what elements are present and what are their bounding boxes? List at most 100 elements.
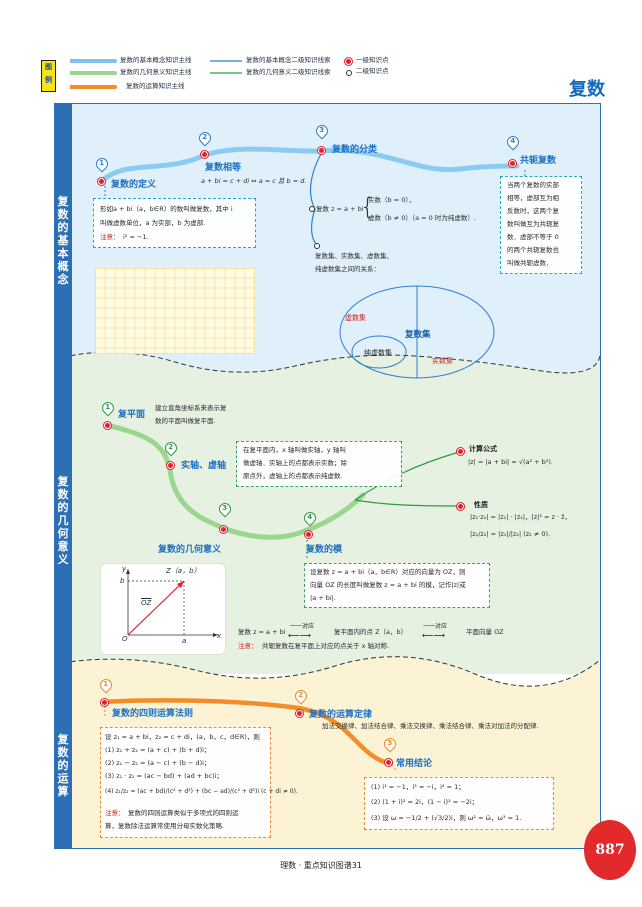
s3-conclusion-1: (1) i¹ = −1，i³ = −i，i⁴ = 1； — [371, 783, 465, 791]
s2-meaning-title: 复数的几何意义 — [158, 545, 222, 555]
section-label-geometry: 复数的几何意义 — [57, 475, 69, 566]
s2-map-arrow-2-glyph: ⟵⟶ — [422, 631, 445, 640]
s3-ops-note-2: 算，复数除法运算常使用分母实数化策略. — [105, 822, 225, 830]
s2-mod-line-1: 设复数 z = a + bi（a，b∈R）对应的向量为 OZ，则 — [310, 568, 466, 576]
s2-mod-line-2: 向量 OZ 的长度叫做复数 z = a + bi 的模，记作|z|或 — [310, 581, 466, 589]
s1-class-prefix: 复数 z = a + bi — [316, 205, 364, 213]
s1-relation-line-1: 复数集、实数集、虚数集、 — [315, 252, 393, 260]
s1-class-imag: 虚数（b ≠ 0）（a = 0 时为纯虚数）. — [368, 214, 476, 222]
s1-relation-line-2: 纯虚数集之间的关系： — [315, 265, 380, 273]
legend-tag: 图例 — [41, 60, 56, 92]
conj-line-4: 数叫做互为共轭复 — [507, 220, 559, 228]
s3-conclusions-box: (1) i¹ = −1，i³ = −i，i⁴ = 1； (2) (1 + i)²… — [364, 777, 554, 830]
s2-plane-line-1: 建立直角坐标系来表示复 — [155, 404, 227, 412]
s2-map-right: 平面向量 OZ — [466, 628, 504, 636]
s1-definition-line-1: 形如a + bi（a，b∈R）的数叫做复数，其中 i — [100, 205, 233, 213]
s1-class-dot — [309, 206, 315, 212]
conj-line-2: 相等，虚部互为相 — [507, 194, 559, 202]
s1-grid — [95, 268, 255, 354]
s2-mod-line-3: |a + bi|. — [310, 594, 336, 602]
s1-definition-line-2: 叫做虚数单位，a 为实部，b 为虚部. — [100, 219, 206, 227]
s3-ops-intro: 设 z₁ = a + bi，z₂ = c + di，(a，b，c，d∈R)，则 — [105, 733, 260, 741]
s3-op-3: (3) z₁ · z₂ = (ac − bd) + (ad + bc)i； — [105, 772, 223, 780]
s2-graph-o-label: O — [122, 635, 128, 643]
s2-axes-title: 实轴、虚轴 — [181, 461, 227, 471]
venn-imag-label: 虚数集 — [345, 314, 366, 322]
s2-map-mid: 复平面内的点 Z（a，b） — [334, 628, 408, 636]
venn-pure-label: 纯虚数集 — [364, 349, 392, 357]
s2-prop-title: 性质 — [474, 501, 488, 509]
s1-definition-note-label: 注意： — [100, 233, 120, 241]
s2-map-left: 复数 z = a + bi — [238, 628, 286, 636]
legend-lines — [70, 59, 242, 89]
s2-plane-title: 复平面 — [118, 410, 146, 420]
s3-ops-note-label: 注意： — [105, 809, 125, 817]
s2-graph-z-label: Z（a，b） — [166, 567, 201, 575]
conj-line-3: 反数时，这两个复 — [507, 207, 559, 215]
s1-equality-title: 复数相等 — [205, 163, 242, 173]
legend-item-7: 二级知识点 — [356, 67, 389, 75]
footer-text: 理数 · 重点知识图谱31 — [280, 861, 362, 870]
s1-venn-diagram — [339, 285, 495, 379]
s3-node-1-dot — [101, 699, 108, 706]
s3-conclusion-2: (2) (1 + i)² = 2i，(1 − i)² = −2i； — [371, 798, 479, 806]
s3-laws-title: 复数的运算定律 — [309, 710, 373, 720]
s2-graph-panel — [100, 563, 226, 655]
page-title: 复数 — [569, 79, 605, 100]
s3-conclusion-3: (3) 设 ω = −1/2 + (√3/2)i，则 ω² = ω̄，ω³ = … — [371, 814, 522, 822]
s1-conjugate-title: 共轭复数 — [520, 156, 557, 166]
s2-node-2-dot — [167, 462, 174, 469]
s1-class-real: 实数（b = 0）， — [368, 196, 416, 204]
s1-equality-formula: a + bi = c + di ⇔ a = c 且 b = d. — [201, 177, 307, 185]
s2-graph-b-label: b — [120, 577, 125, 585]
s3-op-2: (2) z₁ − z₂ = (a − c) + (b − d)i； — [105, 759, 211, 767]
s2-graph-vector-label: OZ — [141, 599, 152, 607]
legend-item-2: 复数的几何意义知识主线 — [120, 68, 192, 76]
s3-ops-box: 设 z₁ = a + bi，z₂ = c + di，(a，b，c，d∈R)，则 … — [100, 727, 298, 838]
s1-node-3-dot — [318, 147, 325, 154]
s3-node-3-dot — [385, 759, 392, 766]
s2-node-4-dot — [305, 531, 312, 538]
s1-classification-title: 复数的分类 — [332, 145, 378, 155]
s2-map-arrow-1-glyph: ⟵⟶ — [288, 631, 311, 640]
s1-definition-box: 形如a + bi（a，b∈R）的数叫做复数，其中 i 叫做虚数单位，a 为实部，… — [93, 198, 256, 248]
s3-ops-note-1: 复数的四则运算类似于多项式的四则运 — [128, 809, 239, 817]
s2-map-note-label: 注意： — [238, 642, 258, 650]
s3-op-4: (4) z₁/z₂ = (ac + bd)/(c² + d²) + (bc − … — [105, 788, 298, 795]
s2-graph-x-label: x — [217, 632, 222, 640]
s2-prop-dot — [457, 503, 464, 510]
s2-map-note: 共轭复数在复平面上对应的点关于 x 轴对称. — [262, 642, 390, 650]
venn-real-label: 实数集 — [432, 357, 453, 365]
s1-node-2-dot — [201, 151, 208, 158]
sidebar — [54, 103, 72, 849]
s3-lines — [100, 698, 396, 770]
legend-item-6: 一级知识点 — [356, 56, 389, 64]
legend-item-4: 复数的基本概念二级知识线索 — [246, 56, 331, 64]
s1-relation-dot — [314, 243, 320, 249]
s2-prop-line-2: |z₁/z₂| = |z₁|/|z₂| (z₂ ≠ 0). — [470, 530, 551, 538]
legend-secondary-dot — [346, 70, 352, 76]
legend-item-3: 复数的运算知识主线 — [126, 82, 185, 90]
s1-node-4-dot — [509, 160, 516, 167]
s2-plane-line-2: 数的平面叫做复平面. — [155, 417, 216, 425]
s2-node-3-dot — [220, 526, 227, 533]
legend-item-5: 复数的几何意义二级知识线索 — [246, 68, 331, 76]
page-number: 887 — [584, 820, 636, 880]
s2-map-arrow-2: 一一对应 — [423, 623, 448, 630]
section-label-operations: 复数的运算 — [57, 733, 69, 798]
s2-calc-formula: |z| = |a + bi| = √(a² + b²). — [468, 458, 554, 466]
s3-laws-text: 加法交换律、加法结合律、乘法交换律、乘法结合律、乘法对加法的分配律. — [322, 722, 539, 730]
s1-conjugate-box: 当两个复数的实部 相等，虚部互为相 反数时，这两个复 数叫做互为共轭复 数．虚部… — [500, 176, 582, 274]
legend-primary-dot — [345, 58, 352, 65]
section-label-basic: 复数的基本概念 — [57, 195, 69, 286]
s2-graph — [126, 569, 218, 637]
s2-calc-dot — [457, 448, 464, 455]
s3-op-1: (1) z₁ + z₂ = (a + c) + (b + d)i； — [105, 746, 211, 754]
conj-line-1: 当两个复数的实部 — [507, 181, 559, 189]
s3-ops-title: 复数的四则运算法则 — [112, 709, 194, 719]
s2-node-1-dot — [104, 422, 111, 429]
s3-conclusions-title: 常用结论 — [396, 759, 433, 769]
s2-graph-y-label: y — [122, 565, 127, 573]
conj-line-7: 叫做共轭虚数． — [507, 259, 553, 267]
s2-modulus-box: 设复数 z = a + bi（a，b∈R）对应的向量为 OZ，则 向量 OZ 的… — [304, 563, 490, 608]
